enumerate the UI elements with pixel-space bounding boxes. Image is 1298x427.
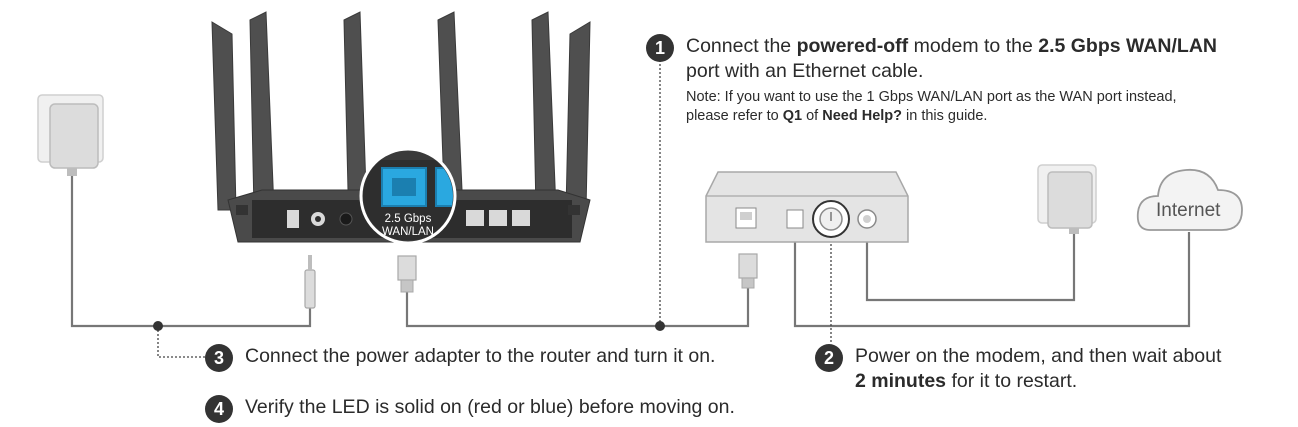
step-2-text-bold: 2 minutes	[855, 370, 947, 392]
guide-lines	[157, 60, 832, 358]
step-2-badge: 2	[815, 344, 843, 372]
modem-power-cable	[865, 232, 1076, 302]
step-1-badge: 1	[646, 34, 674, 62]
step-2-text-suffix: for it to restart.	[946, 370, 1078, 392]
wan-port-label-line1: 2.5 Gbps	[384, 213, 432, 225]
step-1-note-bold1: Q1	[782, 108, 803, 124]
step-1-note-prefix: Note: If you want to use the 1 Gbps WAN/…	[686, 89, 1177, 124]
internet-label: Internet	[1156, 200, 1221, 221]
step-1-text-bold1: powered-off	[796, 35, 909, 57]
wan-port-label: 2.5 Gbps WAN/LAN	[372, 213, 444, 239]
step-1-note-suffix: in this guide.	[902, 108, 988, 124]
step-4-text: Verify the LED is solid on (red or blue)…	[245, 396, 735, 418]
step-4-badge: 4	[205, 395, 233, 423]
step-2: 2 Power on the modem, and then wait abou…	[815, 344, 1285, 394]
modem-icon	[705, 171, 909, 243]
step-1-text-prefix: Connect the	[686, 35, 797, 57]
step-1-note: Note: If you want to use the 1 Gbps WAN/…	[686, 88, 1186, 126]
router-power-cable	[70, 175, 312, 328]
step-3: 3 Connect the power adapter to the route…	[205, 344, 785, 372]
ethernet-cable	[405, 288, 750, 328]
step-1: 1 Connect the powered-off modem to the 2…	[646, 34, 1226, 126]
junction-dot-step1	[655, 321, 665, 331]
router-power-plug-icon	[304, 255, 316, 309]
step-1-text: Connect the powered-off modem to the 2.5…	[686, 34, 1226, 84]
step-1-text-suffix: port with an Ethernet cable.	[686, 60, 924, 82]
wan-port-magnifier	[359, 147, 457, 245]
step-3-badge: 3	[205, 344, 233, 372]
internet-cable	[793, 228, 1191, 328]
guide-step3	[157, 326, 205, 358]
step-1-text-middle: modem to the	[908, 35, 1039, 57]
step-1-text-bold2: 2.5 Gbps WAN/LAN	[1038, 35, 1218, 57]
step-1-note-bold2: Need Help?	[822, 108, 902, 124]
router-ethernet-plug-icon	[397, 255, 417, 293]
internet-cloud-icon	[1136, 168, 1243, 231]
step-3-text: Connect the power adapter to the router …	[245, 345, 716, 367]
step-2-text-main: Power on the modem, and then wait about	[855, 345, 1222, 367]
modem-power-adapter-icon	[1037, 164, 1097, 234]
cables	[70, 175, 1191, 328]
step-1-note-middle: of	[802, 108, 823, 124]
wan-port-label-line2: WAN/LAN	[382, 226, 434, 238]
router-power-adapter-icon	[37, 94, 104, 176]
junction-dot-step3	[153, 321, 163, 331]
step-4: 4 Verify the LED is solid on (red or blu…	[205, 395, 795, 423]
step-2-text: Power on the modem, and then wait about 2…	[855, 344, 1221, 394]
step-1-content: Connect the powered-off modem to the 2.5…	[674, 34, 1226, 126]
modem-ethernet-plug-icon	[738, 253, 758, 289]
